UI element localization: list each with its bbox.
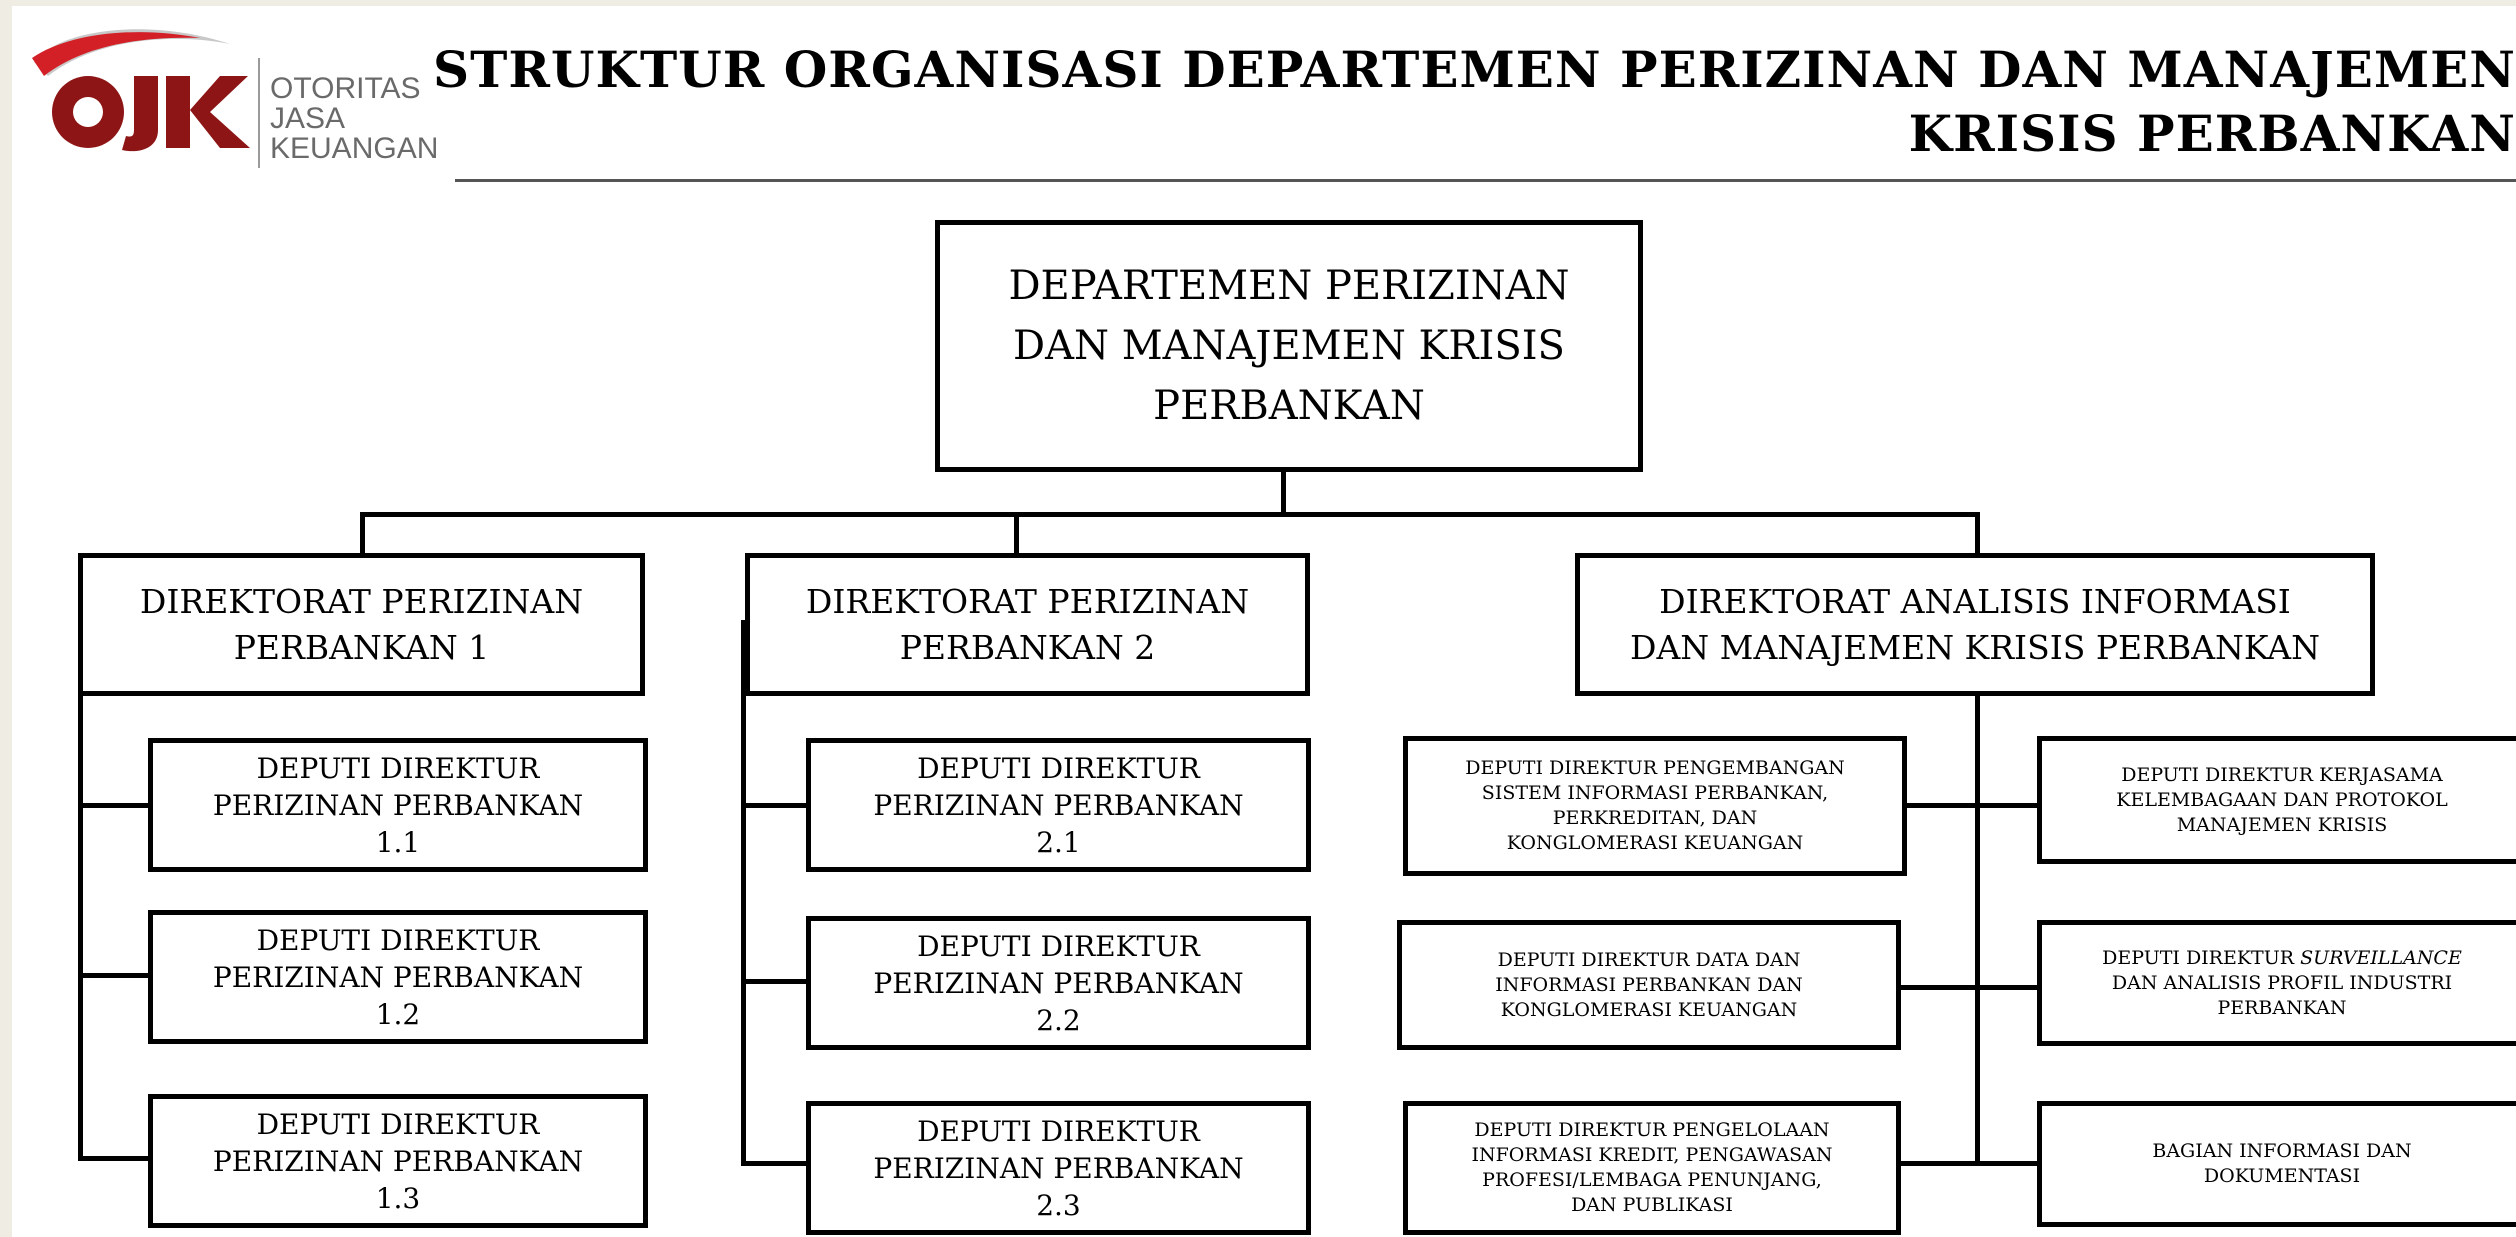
deputy-3-right-1-box: DEPUTI DIREKTUR KERJASAMA KELEMBAGAAN DA…: [2037, 736, 2516, 864]
department-box: DEPARTEMEN PERIZINAN DAN MANAJEMEN KRISI…: [935, 220, 1643, 472]
connector-dir1-down: [360, 512, 365, 558]
connector-dep11: [78, 803, 150, 808]
deputy-1-3-box: DEPUTI DIREKTUR PERIZINAN PERBANKAN 1.3: [148, 1094, 648, 1228]
connector-dep3r3: [1975, 1161, 2040, 1166]
connector-dep3r2: [1975, 985, 2040, 990]
deputy-3-right-2-label: DEPUTI DIREKTUR SURVEILLANCE DAN ANALISI…: [2102, 946, 2462, 1021]
connector-dir3-spine: [1975, 694, 1980, 1166]
connector-dep21: [741, 803, 809, 808]
directorate-2-box: DIREKTORAT PERIZINAN PERBANKAN 2: [745, 553, 1310, 696]
top-border: [0, 0, 2516, 6]
deputy-3-right-2-box: DEPUTI DIREKTUR SURVEILLANCE DAN ANALISI…: [2037, 920, 2516, 1046]
connector-top-down: [1281, 468, 1286, 515]
deputy-3-right-2-text-post: DAN ANALISIS PROFIL INDUSTRI PERBANKAN: [2111, 971, 2453, 1019]
connector-dep3l1: [1904, 803, 1980, 808]
connector-dep12: [78, 973, 150, 978]
deputy-3-left-1-box: DEPUTI DIREKTUR PENGEMBANGAN SISTEM INFO…: [1403, 736, 1907, 876]
connector-dep22: [741, 979, 809, 984]
ojk-logo: OTORITAS JASA KEUANGAN: [30, 18, 438, 168]
connector-dir1-spine: [78, 690, 83, 1160]
deputy-3-left-1-label: DEPUTI DIREKTUR PENGEMBANGAN SISTEM INFO…: [1465, 757, 1845, 854]
directorate-3-box: DIREKTORAT ANALISIS INFORMASI DAN MANAJE…: [1575, 553, 2375, 696]
department-label: DEPARTEMEN PERIZINAN DAN MANAJEMEN KRISI…: [1008, 263, 1570, 429]
deputy-3-right-2-text-italic: SURVEILLANCE: [2300, 946, 2462, 969]
logo-line-1: OTORITAS: [270, 72, 421, 105]
connector-dep3l2: [1898, 985, 1980, 990]
logo-wordmark: OTORITAS JASA KEUANGAN: [270, 74, 438, 164]
deputy-3-right-3-box: BAGIAN INFORMASI DAN DOKUMENTASI: [2037, 1101, 2516, 1227]
connector-dep13: [78, 1156, 150, 1161]
deputy-3-left-2-box: DEPUTI DIREKTUR DATA DAN INFORMASI PERBA…: [1397, 920, 1901, 1050]
connector-dep23: [741, 1161, 809, 1166]
deputy-2-3-box: DEPUTI DIREKTUR PERIZINAN PERBANKAN 2.3: [806, 1101, 1311, 1235]
connector-dep3l3: [1898, 1161, 1980, 1166]
left-border: [0, 0, 12, 1237]
directorate-1-label: DIREKTORAT PERIZINAN PERBANKAN 1: [139, 581, 584, 667]
header-rule: [455, 179, 2516, 182]
deputy-1-1-box: DEPUTI DIREKTUR PERIZINAN PERBANKAN 1.1: [148, 738, 648, 872]
connector-dir2-spine: [741, 620, 746, 1165]
deputy-3-right-2-text-pre: DEPUTI DIREKTUR: [2102, 946, 2301, 969]
connector-dep3r1: [1975, 803, 2040, 808]
deputy-3-right-1-label: DEPUTI DIREKTUR KERJASAMA KELEMBAGAAN DA…: [2116, 763, 2447, 838]
connector-horizontal-main: [360, 512, 1980, 517]
logo-divider: [258, 58, 260, 168]
logo-line-3: KEUANGAN: [270, 132, 439, 165]
deputy-2-1-box: DEPUTI DIREKTUR PERIZINAN PERBANKAN 2.1: [806, 738, 1311, 872]
page-title-line-1: STRUKTUR ORGANISASI DEPARTEMEN PERIZINAN…: [433, 40, 2516, 99]
deputy-2-2-label: DEPUTI DIREKTUR PERIZINAN PERBANKAN 2.2: [873, 929, 1244, 1037]
deputy-1-3-label: DEPUTI DIREKTUR PERIZINAN PERBANKAN 1.3: [212, 1107, 584, 1215]
deputy-2-2-box: DEPUTI DIREKTUR PERIZINAN PERBANKAN 2.2: [806, 916, 1311, 1050]
deputy-2-1-label: DEPUTI DIREKTUR PERIZINAN PERBANKAN 2.1: [873, 751, 1244, 859]
directorate-1-box: DIREKTORAT PERIZINAN PERBANKAN 1: [78, 553, 645, 696]
page-title: STRUKTUR ORGANISASI DEPARTEMEN PERIZINAN…: [430, 38, 2516, 166]
deputy-2-3-label: DEPUTI DIREKTUR PERIZINAN PERBANKAN 2.3: [873, 1114, 1244, 1222]
deputy-1-2-label: DEPUTI DIREKTUR PERIZINAN PERBANKAN 1.2: [212, 923, 584, 1031]
deputy-3-right-3-text: BAGIAN INFORMASI DAN DOKUMENTASI: [2152, 1140, 2412, 1187]
deputy-3-right-1-text: DEPUTI DIREKTUR KERJASAMA KELEMBAGAAN DA…: [2116, 763, 2448, 836]
directorate-2-label: DIREKTORAT PERIZINAN PERBANKAN 2: [805, 581, 1250, 667]
deputy-1-1-label: DEPUTI DIREKTUR PERIZINAN PERBANKAN 1.1: [212, 751, 584, 859]
directorate-3-label: DIREKTORAT ANALISIS INFORMASI DAN MANAJE…: [1630, 581, 2320, 667]
page-title-line-2: KRISIS PERBANKAN: [1908, 104, 2516, 163]
logo-line-2: JASA: [270, 102, 346, 135]
deputy-3-left-3-label: DEPUTI DIREKTUR PENGELOLAAN INFORMASI KR…: [1471, 1119, 1833, 1216]
deputy-1-2-box: DEPUTI DIREKTUR PERIZINAN PERBANKAN 1.2: [148, 910, 648, 1044]
deputy-3-left-3-box: DEPUTI DIREKTUR PENGELOLAAN INFORMASI KR…: [1403, 1101, 1901, 1235]
connector-dir3-down: [1975, 512, 1980, 558]
deputy-3-left-2-label: DEPUTI DIREKTUR DATA DAN INFORMASI PERBA…: [1495, 948, 1803, 1021]
connector-dir2-down: [1014, 512, 1019, 558]
deputy-3-right-3-label: BAGIAN INFORMASI DAN DOKUMENTASI: [2152, 1139, 2411, 1189]
ojk-logo-mark-icon: [32, 29, 250, 152]
